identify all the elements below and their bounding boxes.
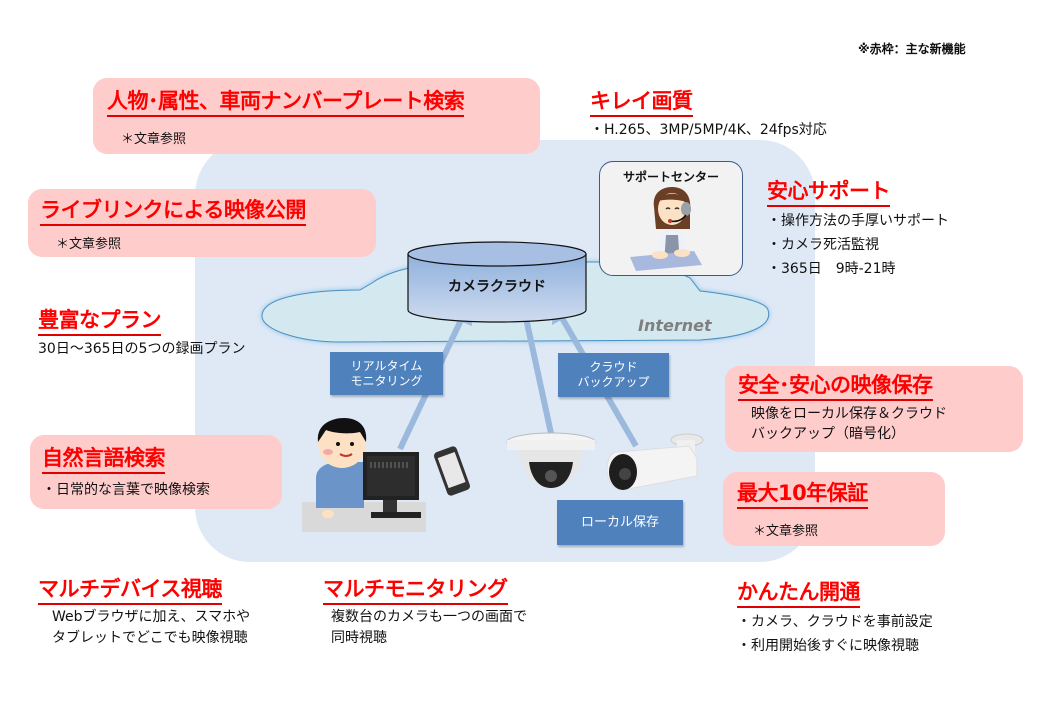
feature-item: ・365日 9時-21時 [767, 261, 896, 277]
feature-title: 安心サポート [767, 178, 891, 207]
feature-item: ・操作方法の手厚いサポート [767, 213, 949, 229]
realtime-line-1: リアルタイム [350, 358, 423, 373]
feature-title: かんたん開通 [737, 579, 861, 608]
backup-line-1: クラウド [589, 360, 638, 374]
legend-note: ※赤枠：主な新機能 [858, 42, 966, 56]
local-storage-label: ローカル保存 [557, 500, 683, 545]
feature-desc: ＊文章参照 [56, 237, 122, 252]
feature-desc-line: 複数台のカメラも一つの画面で [331, 609, 527, 625]
feature-multi-monitor: マルチモニタリング 複数台のカメラも一つの画面で 同時視聴 [323, 576, 527, 649]
feature-title: 最大10年保証 [737, 480, 868, 509]
support-center-label: サポートセンター [622, 170, 719, 184]
feature-title: キレイ画質 [590, 88, 693, 117]
feature-item: ・カメラ死活監視 [767, 237, 879, 253]
feature-safe-storage: 安全･安心の映像保存 映像をローカル保存＆クラウド バックアップ（暗号化） [725, 366, 1023, 452]
feature-desc: 30日～365日の5つの録画プラン [38, 341, 246, 357]
feature-image-quality: キレイ画質 ・H.265、3MP/5MP/4K、24fps対応 [590, 88, 827, 141]
feature-title: 安全･安心の映像保存 [738, 372, 933, 401]
bullet-camera-icon [606, 433, 704, 491]
feature-plans: 豊富なプラン 30日～365日の5つの録画プラン [38, 307, 245, 360]
internet-label: Internet [638, 316, 712, 335]
feature-title: ライブリンクによる映像公開 [40, 197, 306, 226]
feature-live-link: ライブリンクによる映像公開 ＊文章参照 [28, 189, 376, 257]
feature-desc: ＊文章参照 [121, 132, 187, 147]
feature-natural-search: 自然言語検索 ・日常的な言葉で映像検索 [30, 435, 282, 509]
backup-line-2: バックアップ [577, 375, 650, 389]
dome-camera-icon [506, 432, 596, 488]
feature-title: 自然言語検索 [42, 445, 166, 474]
feature-desc-line: 同時視聴 [331, 630, 387, 646]
feature-title: マルチモニタリング [323, 576, 508, 605]
realtime-monitoring-label: リアルタイムモニタリング [330, 352, 443, 395]
feature-desc-line: タブレットでどこでも映像視聴 [52, 630, 248, 646]
operator-person-icon [302, 418, 426, 532]
feature-title: マルチデバイス視聴 [38, 576, 222, 605]
feature-desc: ・日常的な言葉で映像検索 [42, 482, 210, 498]
feature-desc: ・H.265、3MP/5MP/4K、24fps対応 [590, 122, 827, 138]
smartphone-icon [433, 446, 471, 496]
feature-multi-device: マルチデバイス視聴 Webブラウザに加え、スマホや タブレットでどこでも映像視聴 [38, 576, 250, 649]
feature-easy-setup: かんたん開通 ・カメラ、クラウドを事前設定 ・利用開始後すぐに映像視聴 [737, 579, 933, 658]
camera-cloud-label: カメラクラウド [448, 279, 546, 295]
feature-warranty: 最大10年保証 ＊文章参照 [723, 472, 945, 546]
feature-title: 人物･属性、車両ナンバープレート検索 [107, 88, 465, 117]
feature-desc: ＊文章参照 [753, 524, 819, 539]
feature-item: ・カメラ、クラウドを事前設定 [737, 614, 933, 630]
feature-title: 豊富なプラン [38, 307, 162, 336]
support-operator-icon [630, 187, 702, 271]
feature-desc-line: 映像をローカル保存＆クラウド [751, 406, 947, 422]
camera-cloud-cylinder [407, 241, 587, 323]
feature-item: ・利用開始後すぐに映像視聴 [737, 638, 919, 654]
feature-desc-line: バックアップ（暗号化） [751, 426, 905, 442]
feature-support: 安心サポート ・操作方法の手厚いサポート ・カメラ死活監視 ・365日 9時-2… [767, 178, 949, 281]
feature-desc-line: Webブラウザに加え、スマホや [52, 609, 251, 625]
realtime-line-2: モニタリング [350, 373, 423, 388]
feature-person-search: 人物･属性、車両ナンバープレート検索 ＊文章参照 [93, 78, 540, 154]
desktop-pc-icon [363, 452, 421, 518]
support-center-box: サポートセンター [599, 161, 743, 276]
cloud-backup-label: クラウドバックアップ [558, 353, 669, 397]
